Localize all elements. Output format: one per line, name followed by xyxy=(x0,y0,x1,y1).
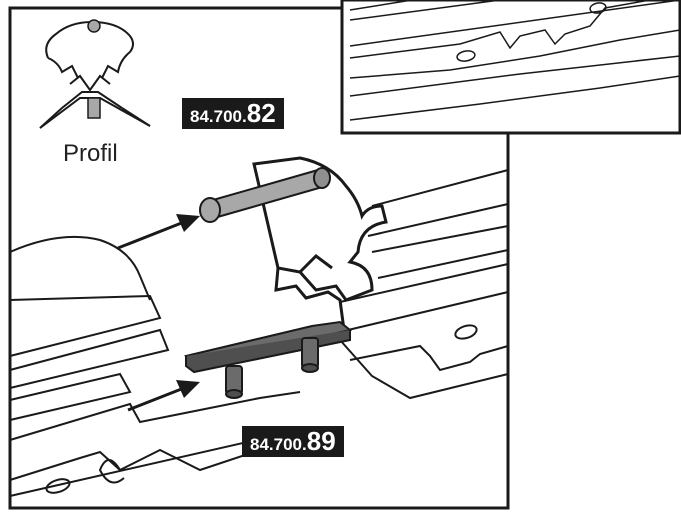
part-code-upper-prefix: 84.700. xyxy=(190,107,247,126)
profile-pin-bottom xyxy=(87,97,101,119)
part-code-lower-prefix: 84.700. xyxy=(250,435,307,454)
flat-bar-connector xyxy=(184,320,353,399)
arrow-to-bar xyxy=(127,380,200,412)
arrow-to-pin xyxy=(117,214,200,250)
inset-detail xyxy=(340,0,681,135)
profile-label: Profil xyxy=(63,140,118,167)
part-code-upper: 84.700.82 xyxy=(182,98,284,129)
round-pin xyxy=(199,167,331,223)
right-rail xyxy=(339,169,509,400)
left-channel-hole xyxy=(45,478,71,494)
part-code-lower-suffix: 89 xyxy=(306,426,336,456)
right-rail-hole xyxy=(454,324,478,340)
profile-pin-top xyxy=(87,19,101,33)
main-frame xyxy=(8,6,510,510)
part-code-lower: 84.700.89 xyxy=(242,426,344,457)
part-code-upper-suffix: 82 xyxy=(246,98,276,128)
left-channel xyxy=(9,235,301,497)
